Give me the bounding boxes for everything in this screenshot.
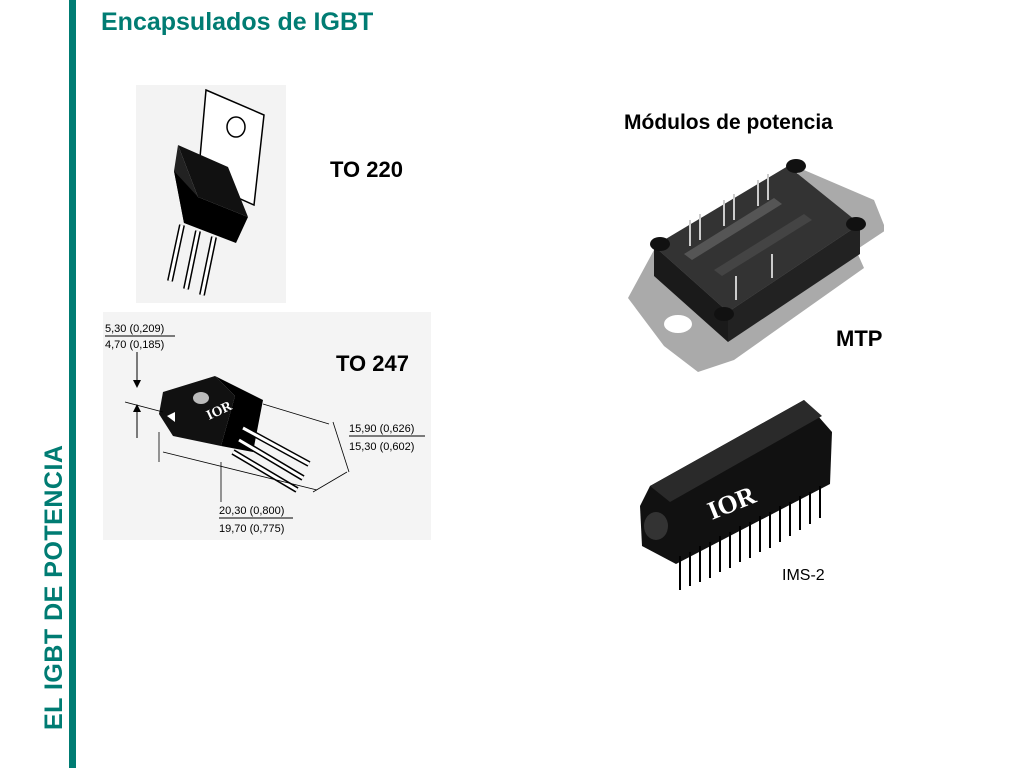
to247-dim-top-lower: 4,70 (0,185)	[105, 339, 164, 351]
mtp-label: MTP	[836, 326, 883, 351]
to220-label: TO 220	[330, 157, 403, 182]
to247-drawing: 5,30 (0,209) 4,70 (0,185) IOR	[103, 312, 431, 540]
ims2-image: IOR	[636, 396, 836, 594]
to220-drawing	[136, 85, 286, 303]
to247-dim-right-upper: 15,90 (0,626)	[349, 423, 414, 435]
mtp-image	[624, 150, 886, 374]
to247-image: 5,30 (0,209) 4,70 (0,185) IOR	[103, 312, 431, 540]
to247-dim-bottom-upper: 20,30 (0,800)	[219, 505, 284, 517]
ims2-label: IMS-2	[782, 567, 825, 584]
ims2-drawing: IOR	[636, 396, 836, 594]
to247-dim-top-upper: 5,30 (0,209)	[105, 323, 164, 335]
side-accent-bar	[69, 0, 76, 768]
page-title: Encapsulados de IGBT	[101, 8, 374, 36]
modules-heading: Módulos de potencia	[624, 111, 833, 134]
to247-dim-right-lower: 15,30 (0,602)	[349, 441, 414, 453]
to220-image	[136, 85, 286, 303]
mtp-drawing	[624, 150, 886, 374]
to247-dim-bottom-lower: 19,70 (0,775)	[219, 523, 284, 535]
side-title: EL IGBT DE POTENCIA	[40, 444, 68, 730]
to247-label: TO 247	[336, 351, 409, 376]
